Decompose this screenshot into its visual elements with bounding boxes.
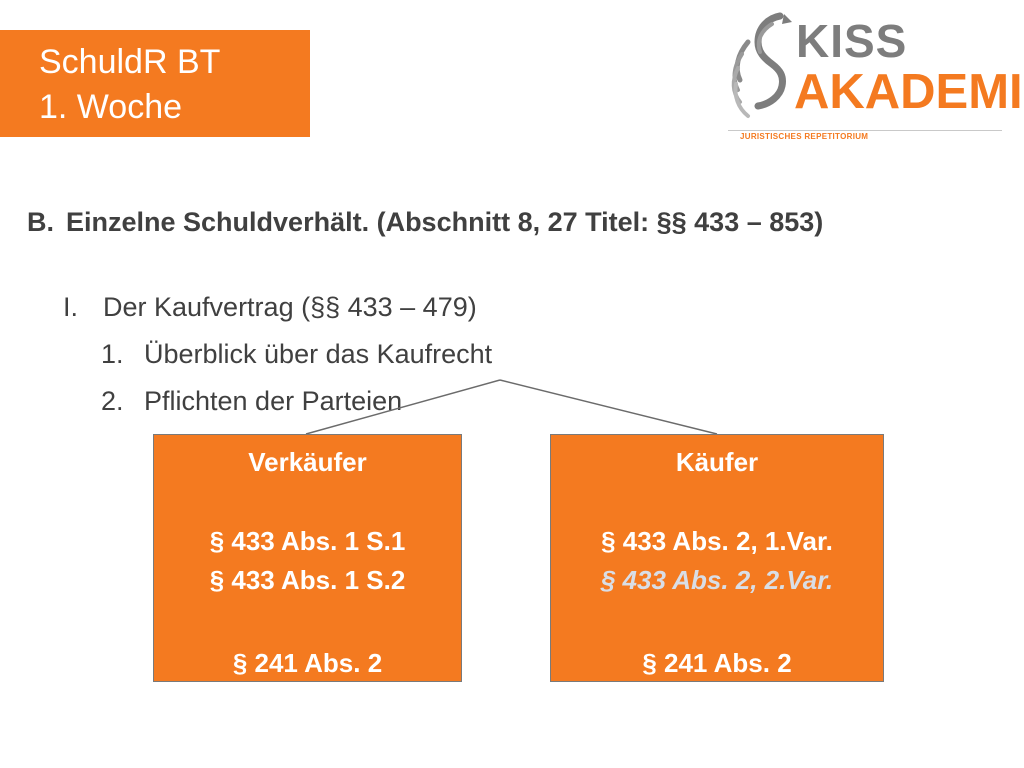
seller-norm-2: § 433 Abs. 1 S.2 bbox=[209, 565, 406, 595]
seller-norm-3: § 241 Abs. 2 bbox=[232, 648, 383, 678]
buyer-norm-1: § 433 Abs. 2, 1.Var. bbox=[601, 526, 833, 556]
logo-divider bbox=[728, 130, 1002, 131]
item-marker: I. bbox=[63, 292, 79, 322]
outline-subitem-ueberblick: 1. Überblick über das Kaufrecht bbox=[101, 334, 492, 374]
connector-line-seller bbox=[305, 379, 501, 435]
heading-marker: B. bbox=[27, 207, 54, 237]
seller-duties-box: Verkäufer § 433 Abs. 1 S.1 § 433 Abs. 1 … bbox=[153, 434, 462, 682]
logo-word-kiss: KISS bbox=[796, 15, 908, 67]
logo-word-akademie: AKADEMIE bbox=[794, 65, 1024, 119]
logo-tagline: JURISTISCHES REPETITORIUM bbox=[740, 132, 869, 141]
connector-line-buyer bbox=[499, 379, 718, 435]
slide-subtitle: 1. Woche bbox=[39, 88, 183, 126]
subitem-marker: 2. bbox=[101, 386, 124, 416]
kiss-akademie-logo: KISS AKADEMIE JURISTISCHES REPETITORIUM bbox=[728, 12, 1024, 147]
stylized-bird-s-logo-icon bbox=[731, 12, 792, 118]
slide-title: SchuldR BT bbox=[39, 43, 221, 81]
slide-title-box: SchuldR BT 1. Woche bbox=[0, 30, 310, 137]
buyer-norm-2: § 433 Abs. 2, 2.Var. bbox=[600, 565, 834, 595]
outline-subitem-pflichten: 2. Pflichten der Parteien bbox=[101, 381, 402, 421]
outline-item-kaufvertrag: I. Der Kaufvertrag (§§ 433 – 479) bbox=[63, 287, 477, 327]
subitem-text: Überblick über das Kaufrecht bbox=[144, 339, 493, 369]
buyer-title: Käufer bbox=[675, 447, 759, 477]
subitem-text: Pflichten der Parteien bbox=[144, 386, 403, 416]
subitem-marker: 1. bbox=[101, 339, 124, 369]
buyer-norm-3: § 241 Abs. 2 bbox=[642, 648, 792, 678]
buyer-duties-box: Käufer § 433 Abs. 2, 1.Var. § 433 Abs. 2… bbox=[550, 434, 884, 682]
heading-text: Einzelne Schuldverhält. (Abschnitt 8, 27… bbox=[66, 207, 824, 237]
seller-norm-1: § 433 Abs. 1 S.1 bbox=[209, 526, 406, 556]
section-heading: B. Einzelne Schuldverhält. (Abschnitt 8, … bbox=[27, 202, 967, 242]
seller-title: Verkäufer bbox=[248, 447, 367, 477]
item-text: Der Kaufvertrag (§§ 433 – 479) bbox=[103, 292, 477, 322]
